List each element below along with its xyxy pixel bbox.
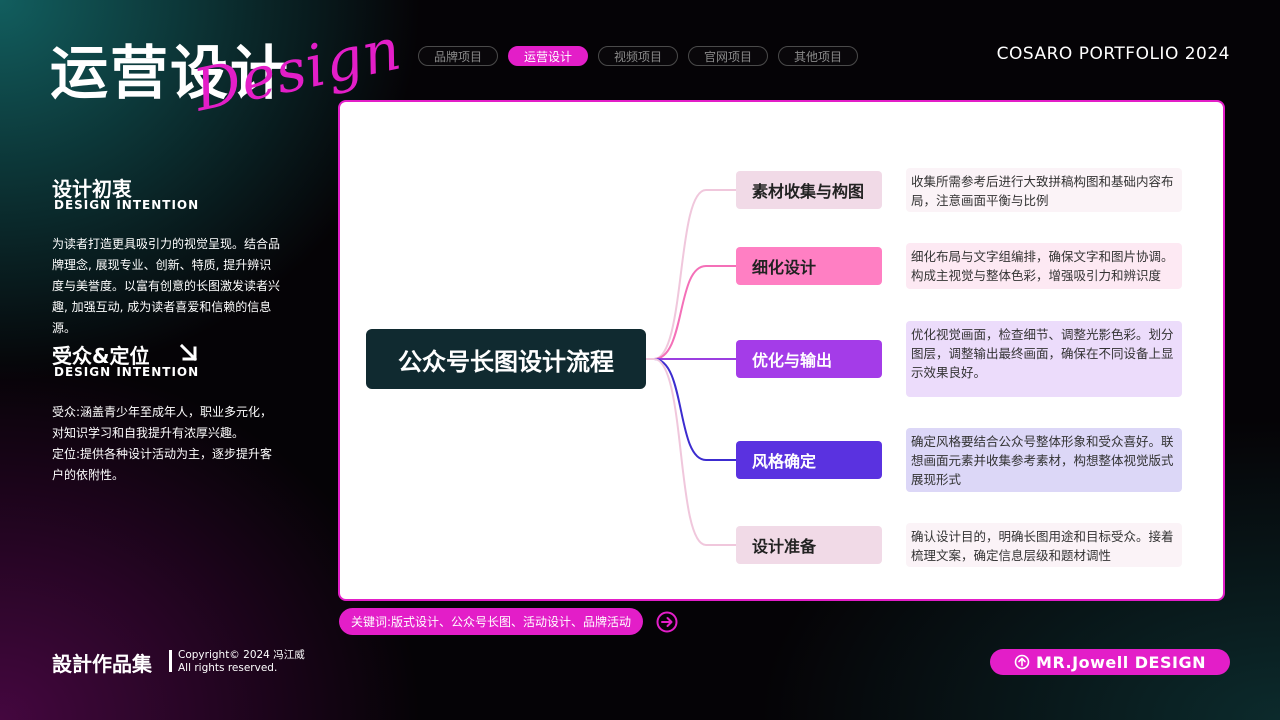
tab-operation-design[interactable]: 运营设计: [508, 46, 588, 66]
brand-label: MR.Jowell DESIGN: [1036, 652, 1206, 672]
branch-desc: 优化视觉画面，检查细节、调整光影色彩。划分图层，调整输出最终画面，确保在不同设备…: [906, 321, 1182, 397]
intro-title: 设计初衷: [52, 177, 132, 201]
copyright: Copyright© 2024 冯江威 All rights reserved.: [178, 649, 305, 675]
arrow-right-circle-icon[interactable]: [656, 611, 678, 633]
audience-subtitle: DESIGN INTENTION: [54, 365, 200, 379]
branch-desc: 收集所需参考后进行大致拼稿构图和基础内容布局，注意画面平衡与比例: [906, 168, 1182, 212]
portfolio-label: COSARO PORTFOLIO 2024: [996, 44, 1230, 64]
branch-node: 优化与输出: [736, 340, 882, 378]
mindmap-panel: 公众号长图设计流程 素材收集与构图 收集所需参考后进行大致拼稿构图和基础内容布局…: [338, 100, 1225, 601]
tab-video[interactable]: 视频项目: [598, 46, 678, 66]
connector-line: [646, 189, 736, 360]
intro-text: 为读者打造更具吸引力的视觉呈现。结合品牌理念, 展现专业、创新、特质, 提升辨识…: [52, 237, 281, 335]
brand-badge[interactable]: MR.Jowell DESIGN: [990, 649, 1230, 675]
branch-desc: 细化布局与文字组编排，确保文字和图片协调。构成主视觉与整体色彩，增强吸引力和辨识…: [906, 243, 1182, 289]
tab-other[interactable]: 其他项目: [778, 46, 858, 66]
mindmap-root: 公众号长图设计流程: [366, 329, 646, 389]
branch-node: 素材收集与构图: [736, 171, 882, 209]
arrow-up-circle-icon: [1014, 654, 1030, 670]
audience-title: 受众&定位: [52, 344, 150, 368]
connector-line: [646, 358, 736, 461]
intro-subtitle: DESIGN INTENTION: [54, 198, 200, 212]
branch-node: 细化设计: [736, 247, 882, 285]
branch-node: 风格确定: [736, 441, 882, 479]
audience-text: 受众:涵盖青少年至成年人，职业多元化，对知识学习和自我提升有浓厚兴趣。 定位:提…: [52, 405, 273, 482]
footer-title: 設計作品集: [52, 652, 152, 676]
copyright-line: Copyright© 2024 冯江威: [178, 649, 305, 661]
footer-divider: [169, 650, 172, 672]
branch-node: 设计准备: [736, 526, 882, 564]
mindmap-connectors: [646, 189, 736, 546]
connector-line: [646, 358, 736, 546]
keywords-badge: 关键词:版式设计、公众号长图、活动设计、品牌活动: [339, 608, 644, 635]
branch-desc: 确认设计目的，明确长图用途和目标受众。接着梳理文案，确定信息层级和题材调性: [906, 523, 1182, 567]
connector-line: [646, 265, 736, 360]
tab-website[interactable]: 官网项目: [688, 46, 768, 66]
arrow-down-right-icon: [179, 343, 198, 362]
page-title: 运营设计: [50, 39, 291, 107]
rights-line: All rights reserved.: [178, 662, 278, 674]
branch-desc: 确定风格要结合公众号整体形象和受众喜好。联想画面元素并收集参考素材，构想整体视觉…: [906, 428, 1182, 492]
tab-brand[interactable]: 品牌项目: [418, 46, 498, 66]
tab-bar: 品牌项目 运营设计 视频项目 官网项目 其他项目: [418, 46, 858, 66]
